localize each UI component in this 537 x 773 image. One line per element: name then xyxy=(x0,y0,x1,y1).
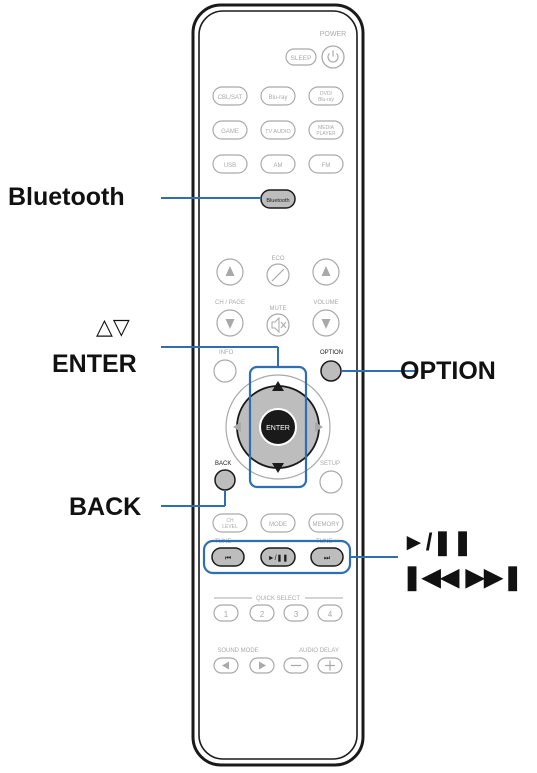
bluray-label: Blu-ray xyxy=(268,95,287,101)
next-button[interactable] xyxy=(310,547,344,567)
option-key-label: OPTION xyxy=(320,350,343,356)
svg-text:LEVEL: LEVEL xyxy=(222,524,238,530)
fm-button[interactable] xyxy=(308,154,344,174)
quick-select-label: QUICK SELECT xyxy=(256,596,300,602)
option-callout: OPTION xyxy=(400,357,496,385)
tv-audio-label: TV AUDIO xyxy=(265,129,291,135)
cursor-arrows-callout: △▽ xyxy=(96,314,130,339)
volume-down-icon xyxy=(321,319,331,329)
ch-level-button[interactable] xyxy=(212,513,248,533)
am-label: AM xyxy=(274,163,283,169)
power-icon xyxy=(327,50,339,63)
memory-button[interactable] xyxy=(308,513,344,533)
info-label: INFO xyxy=(219,350,234,356)
cbl-sat-button[interactable] xyxy=(212,86,248,106)
mode-button[interactable] xyxy=(260,513,296,533)
plus-icon xyxy=(325,660,335,671)
usb-button[interactable] xyxy=(212,154,248,174)
svg-text:PLAYER: PLAYER xyxy=(316,131,336,137)
ch-up-icon xyxy=(225,266,235,276)
sleep-button[interactable] xyxy=(285,48,317,66)
media-player-label: MEDIA xyxy=(318,125,335,131)
fm-label: FM xyxy=(322,163,331,169)
bluray-button[interactable] xyxy=(260,86,296,106)
ch-level-label: CH xyxy=(226,518,234,524)
enter-key-label: ENTER xyxy=(266,425,290,432)
enter-button[interactable] xyxy=(259,408,297,446)
setup-label: SETUP xyxy=(320,461,340,467)
memory-label: MEMORY xyxy=(313,522,340,528)
power-button[interactable] xyxy=(321,45,345,69)
ch-page-up-button[interactable] xyxy=(216,258,244,286)
skip-callout: ❚◀◀ ▶▶❚ xyxy=(402,564,523,591)
svg-text:Blu-ray: Blu-ray xyxy=(318,97,334,103)
play-pause-button[interactable] xyxy=(260,547,296,567)
source-row-2: GAME TV AUDIO MEDIA PLAYER xyxy=(212,120,344,140)
mute-label: MUTE xyxy=(270,306,287,312)
sound-mode-right-button[interactable] xyxy=(249,657,275,674)
quick-select-4-button[interactable] xyxy=(317,604,343,622)
bluetooth-callout: Bluetooth xyxy=(8,183,125,211)
media-player-button[interactable] xyxy=(308,120,344,140)
eco-button[interactable] xyxy=(266,263,290,287)
volume-up-button[interactable] xyxy=(312,258,340,286)
enter-callout: ENTER xyxy=(52,350,137,378)
game-label: GAME xyxy=(221,129,239,135)
next-icon: ⏭ xyxy=(324,555,331,562)
source-row-3: USB AM FM xyxy=(212,154,344,174)
bluetooth-key-label: Bluetooth xyxy=(266,198,289,204)
dpad-left-icon[interactable] xyxy=(233,422,241,432)
audio-delay-plus-button[interactable] xyxy=(317,657,343,674)
cbl-sat-label: CBL/SAT xyxy=(218,95,243,101)
quick-select-1-label: 1 xyxy=(224,610,229,619)
back-button[interactable] xyxy=(214,469,236,491)
dpad-up-icon[interactable] xyxy=(272,381,284,391)
tv-audio-button[interactable] xyxy=(260,120,296,140)
volume-down-button[interactable] xyxy=(312,309,340,337)
game-button[interactable] xyxy=(212,120,248,140)
quick-select-2-label: 2 xyxy=(260,610,265,619)
am-button[interactable] xyxy=(260,154,296,174)
mute-button[interactable] xyxy=(266,313,290,337)
previous-icon: ⏮ xyxy=(225,555,231,562)
sound-mode-left-icon xyxy=(222,661,229,670)
ch-page-label: CH / PAGE xyxy=(215,300,245,306)
quick-select-3-button[interactable] xyxy=(283,604,309,622)
sound-mode-right-icon xyxy=(259,661,266,670)
ch-page-down-button[interactable] xyxy=(216,309,244,337)
source-row-1: CBL/SAT Blu-ray DVD/ Blu-ray xyxy=(212,86,344,106)
sound-mode-left-button[interactable] xyxy=(213,657,239,674)
volume-up-icon xyxy=(321,266,331,276)
dvd-button[interactable] xyxy=(308,86,344,106)
remote-body-inner xyxy=(198,10,358,760)
power-label: POWER xyxy=(320,31,346,38)
play-pause-icon: ►/❚❚ xyxy=(268,554,289,562)
quick-select-1-button[interactable] xyxy=(213,604,239,622)
eco-leaf-icon xyxy=(271,268,285,282)
volume-label: VOLUME xyxy=(313,300,338,306)
quick-select-2-button[interactable] xyxy=(249,604,275,622)
info-button[interactable] xyxy=(213,359,237,383)
back-callout: BACK xyxy=(69,493,142,521)
play-pause-callout: ►/❚❚ xyxy=(402,529,473,556)
ch-down-icon xyxy=(225,319,235,329)
usb-label: USB xyxy=(224,163,236,169)
mode-label: MODE xyxy=(269,522,287,528)
option-button[interactable] xyxy=(320,360,342,382)
sound-mode-label: SOUND MODE xyxy=(217,648,258,654)
previous-button[interactable] xyxy=(211,547,245,567)
setup-button[interactable] xyxy=(319,470,343,494)
dvd-label: DVD/ xyxy=(320,91,333,97)
quick-select-4-label: 4 xyxy=(328,610,333,619)
audio-delay-label: AUDIO DELAY xyxy=(299,648,339,654)
dpad-down-icon[interactable] xyxy=(272,463,284,473)
dpad-right-icon[interactable] xyxy=(315,422,323,432)
quick-select-3-label: 3 xyxy=(294,610,299,619)
eco-label: ECO xyxy=(271,256,284,262)
audio-delay-minus-button[interactable] xyxy=(283,657,309,674)
sleep-label: SLEEP xyxy=(291,55,312,62)
mute-icon xyxy=(271,316,287,334)
back-key-label: BACK xyxy=(215,461,231,467)
